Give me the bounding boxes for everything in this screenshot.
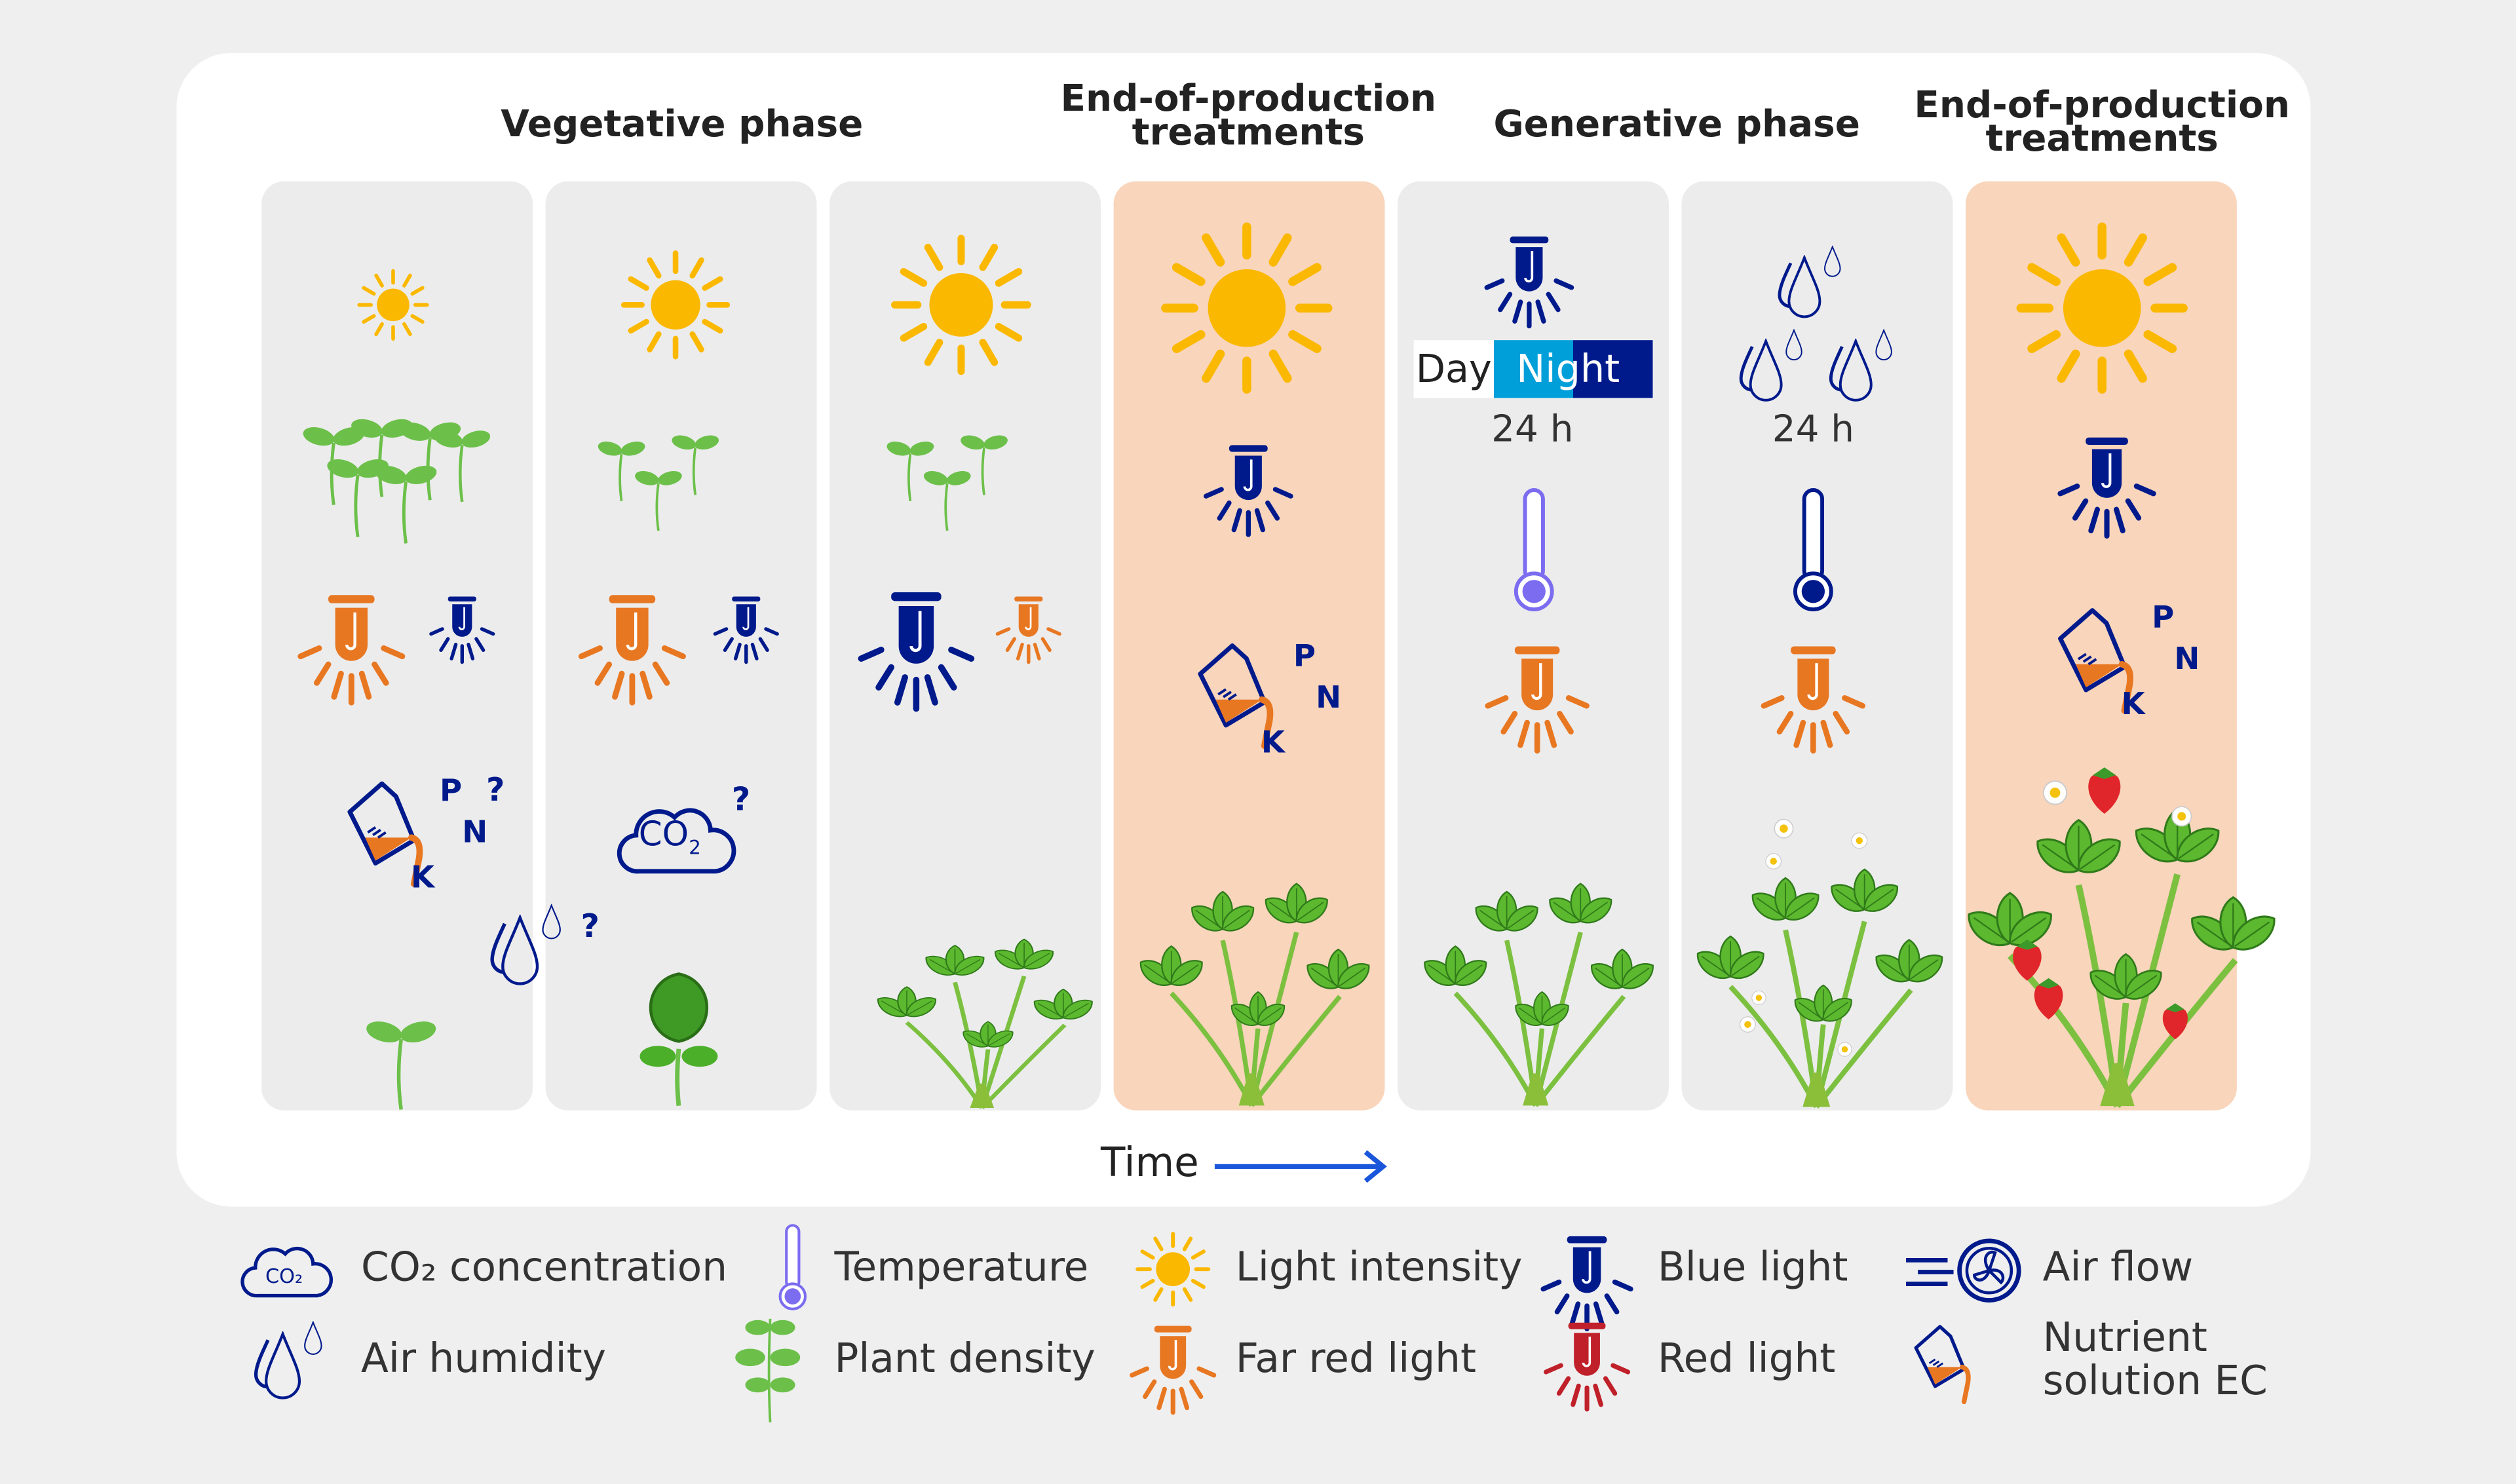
air-flow-icon	[1903, 1229, 2022, 1306]
photoperiod-bar: Day Night	[1413, 340, 1653, 398]
nutrient-p-label: P	[2152, 599, 2175, 636]
legend-nutrient-line1: Nutrient	[2042, 1314, 2207, 1361]
blue-light-icon	[2054, 433, 2160, 539]
nutrient-p-label: P	[440, 773, 463, 809]
nutrient-k-label: K	[1261, 725, 1285, 761]
blue-light-icon	[1200, 441, 1297, 537]
nutrient-k-label: K	[2121, 687, 2145, 723]
sun-icon	[1134, 1230, 1211, 1308]
sun-icon	[1158, 220, 1335, 396]
blue-light-icon	[1537, 1232, 1637, 1332]
nutrient-k-label: K	[410, 860, 435, 896]
thermometer-icon	[1508, 482, 1559, 620]
strawberry-plant-icon	[862, 928, 1102, 1111]
nutrient-solution-icon	[1906, 1312, 2002, 1412]
air-humidity-icon	[1762, 240, 1858, 320]
day-label: Day	[1413, 340, 1495, 398]
nutrient-n-label: N	[1316, 680, 1342, 716]
unknown-mark: ?	[486, 770, 505, 809]
seedling-icon	[353, 1003, 449, 1113]
legend-temperature: Temperature	[834, 1243, 1089, 1290]
flowering-strawberry-plant-icon	[1679, 818, 1954, 1111]
nutrient-n-label: N	[2174, 641, 2200, 677]
air-humidity-icon	[1816, 324, 1906, 404]
co2-label: CO2	[639, 815, 701, 859]
nutrient-p-label: P	[1293, 638, 1316, 674]
sun-icon	[619, 249, 731, 361]
legend-blue-light: Blue light	[1657, 1243, 1848, 1290]
nutrient-n-label: N	[462, 815, 488, 850]
thermometer-icon	[773, 1223, 812, 1312]
sun-icon	[2013, 220, 2190, 396]
co2-subscript: 2	[689, 836, 701, 859]
plant-density-icon	[301, 401, 494, 548]
far-red-light-icon	[294, 590, 409, 706]
legend-light-intensity: Light intensity	[1235, 1243, 1523, 1290]
young-plant-icon	[634, 971, 723, 1113]
header-vegetative-phase: Vegetative phase	[501, 104, 864, 146]
header-generative-phase: Generative phase	[1493, 104, 1860, 146]
far-red-light-icon	[1752, 642, 1874, 754]
blue-light-icon	[1481, 233, 1577, 329]
air-humidity-icon	[240, 1316, 337, 1402]
plant-density-icon	[597, 408, 744, 549]
co2-text: CO	[638, 815, 689, 854]
plant-density-icon	[725, 1312, 815, 1424]
svg-text:CO₂: CO₂	[265, 1265, 303, 1288]
co2-cloud-icon: CO₂	[237, 1236, 337, 1306]
thermometer-icon	[1787, 482, 1839, 620]
stage-column-2	[545, 181, 817, 1111]
sun-icon	[889, 233, 1033, 377]
far-red-light-icon	[993, 594, 1064, 664]
far-red-light-icon	[1126, 1322, 1219, 1415]
strawberry-plant-icon	[1123, 866, 1380, 1110]
fruiting-strawberry-plant-icon	[1945, 767, 2290, 1111]
legend-red-light: Red light	[1657, 1335, 1836, 1382]
legend-air-humidity: Air humidity	[361, 1335, 606, 1382]
header-end-of-production-2: End-of-production treatments	[1914, 85, 2290, 161]
humidity-duration: 24 h	[1772, 409, 1855, 451]
legend-nutrient-line2: solution EC	[2042, 1357, 2268, 1404]
blue-light-icon	[854, 587, 979, 712]
time-arrow-icon	[1211, 1149, 1388, 1184]
red-light-icon	[1537, 1319, 1637, 1412]
header-end-of-production-1: End-of-production treatments	[1060, 79, 1437, 155]
light-duration: 24 h	[1491, 409, 1574, 451]
legend-plant-density: Plant density	[834, 1335, 1096, 1382]
unknown-mark: ?	[731, 780, 751, 818]
night-label: Night	[1494, 340, 1653, 398]
time-axis-label: Time	[1101, 1139, 1199, 1186]
plant-density-icon	[885, 408, 1033, 549]
strawberry-plant-icon	[1407, 866, 1664, 1110]
legend-air-flow: Air flow	[2042, 1243, 2194, 1290]
stage-column-1	[261, 181, 533, 1111]
air-humidity-icon	[1726, 324, 1816, 404]
legend-far-red-light: Far red light	[1235, 1335, 1477, 1382]
sun-icon	[356, 268, 430, 342]
far-red-light-icon	[575, 590, 690, 706]
blue-light-icon	[711, 594, 782, 664]
legend-co2-concentration: CO₂ concentration	[361, 1243, 728, 1290]
far-red-light-icon	[1476, 642, 1598, 754]
unknown-mark: ?	[581, 906, 600, 945]
air-humidity-icon	[478, 898, 575, 988]
blue-light-icon	[427, 594, 497, 664]
